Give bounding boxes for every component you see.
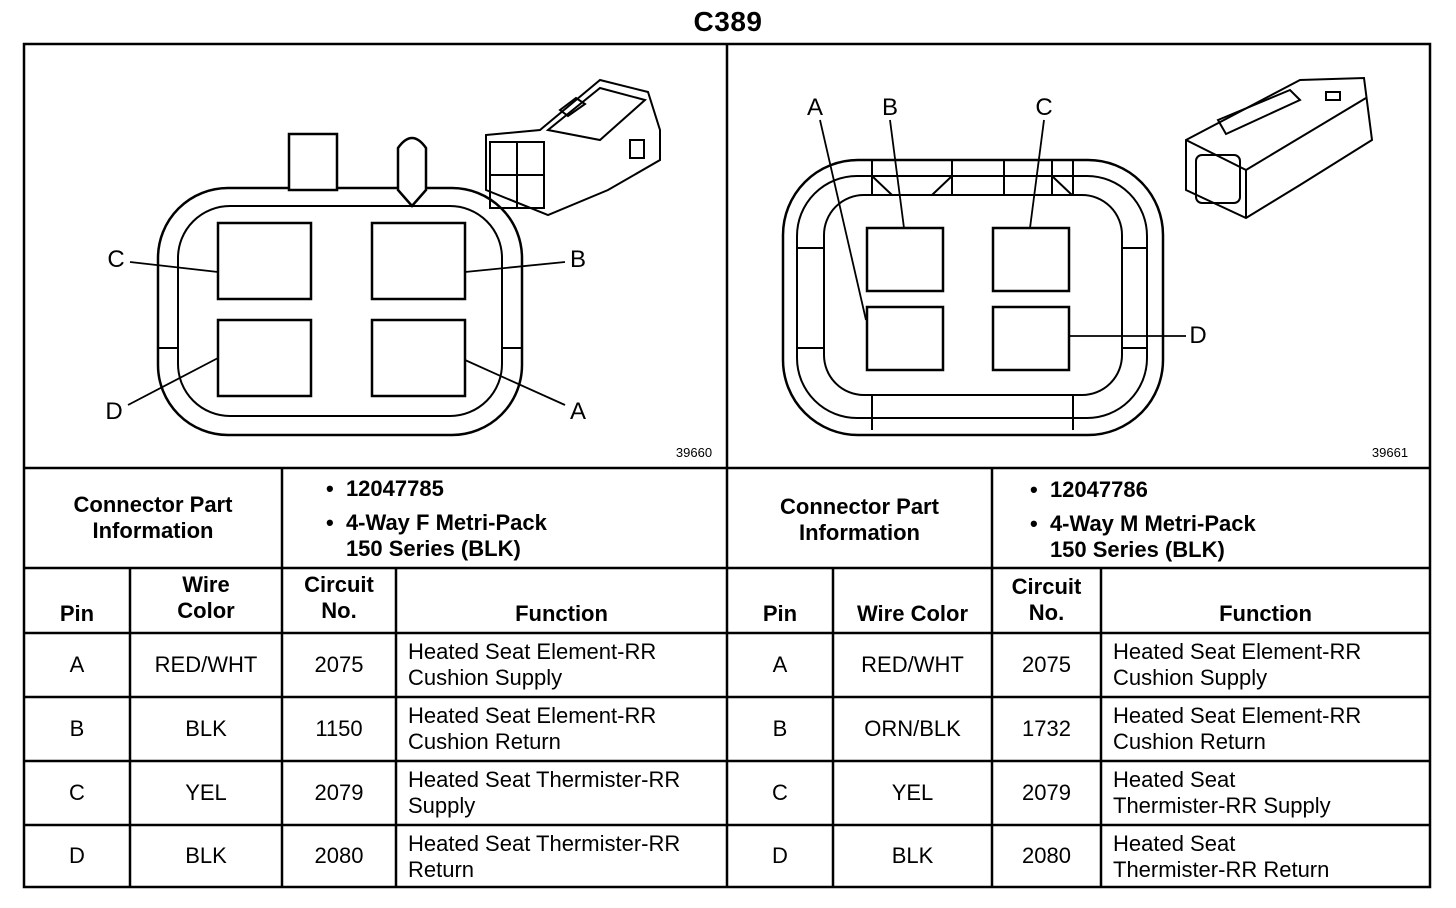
- header-pin-right: Pin: [762, 601, 798, 626]
- function-cell: Heated Seat Element-RR Cushion Supply: [1113, 639, 1362, 690]
- header-function-left: Function: [515, 601, 608, 626]
- header-circuit-left: Circuit No.: [304, 572, 374, 623]
- circuit-cell: 1732: [1022, 716, 1071, 741]
- pin-cell: B: [69, 716, 85, 741]
- header-wire-left: Wire Color: [177, 572, 235, 623]
- connector-info-label-left: Connector Part Information: [73, 492, 233, 543]
- pin-cell: C: [772, 780, 788, 805]
- pin-cell: D: [772, 843, 788, 868]
- function-cell: Heated Seat Thermister-RR Return: [408, 831, 681, 882]
- function-cell: Heated Seat Thermister-RR Supply: [408, 767, 681, 818]
- circuit-cell: 1150: [315, 716, 363, 741]
- female-connector-face: [127, 132, 566, 437]
- header-wire-right: Wire Color: [856, 601, 969, 626]
- pin-label-a-right: A: [806, 94, 823, 121]
- wire-color-cell: RED/WHT: [861, 652, 964, 677]
- header-pin-left: Pin: [59, 601, 95, 626]
- pin-label-c-right: C: [1035, 94, 1053, 121]
- pin-label-b-right: B: [881, 94, 898, 121]
- wire-color-cell: BLK: [185, 716, 227, 741]
- pin-label-c: C: [107, 246, 125, 273]
- circuit-cell: 2080: [1022, 843, 1071, 868]
- wire-color-cell: BLK: [185, 843, 227, 868]
- header-circuit-right: Circuit No.: [1011, 574, 1082, 625]
- wire-color-cell: YEL: [891, 780, 934, 805]
- circuit-cell: 2079: [1022, 780, 1071, 805]
- circuit-cell: 2080: [314, 843, 364, 868]
- pin-cell: C: [69, 780, 85, 805]
- pin-cell: D: [69, 843, 85, 868]
- female-connector-perspective: [485, 78, 661, 217]
- function-cell: Heated Seat Thermister-RR Return: [1113, 831, 1330, 882]
- figure-number-left: 39660: [675, 445, 713, 460]
- circuit-cell: 2075: [1022, 652, 1071, 677]
- function-cell: Heated Seat Element-RR Cushion Return: [1113, 703, 1362, 754]
- circuit-cell: 2075: [314, 652, 364, 677]
- wire-color-cell: ORN/BLK: [864, 716, 961, 741]
- header-function-right: Function: [1219, 601, 1312, 626]
- pin-label-a: A: [569, 398, 586, 425]
- male-connector-face: [781, 119, 1186, 437]
- pin-cell: B: [772, 716, 788, 741]
- part-number-left: • 12047785: [326, 476, 444, 501]
- part-description-left: • 4-Way F Metri-Pack 150 Series (BLK): [326, 510, 547, 561]
- part-number-right: • 12047786: [1030, 477, 1148, 502]
- wire-color-cell: RED/WHT: [154, 652, 258, 677]
- circuit-cell: 2079: [314, 780, 364, 805]
- wire-color-cell: BLK: [891, 843, 934, 868]
- connector-title: C389: [693, 6, 763, 37]
- pin-cell: A: [772, 652, 788, 677]
- connector-info-label-right: Connector Part Information: [780, 494, 939, 545]
- pin-label-b: B: [569, 246, 586, 273]
- function-cell: Heated Seat Thermister-RR Supply: [1113, 767, 1331, 818]
- male-connector-perspective: [1185, 76, 1374, 220]
- pin-label-d-right: D: [1189, 322, 1207, 349]
- wire-color-cell: YEL: [185, 780, 227, 805]
- pin-cell: A: [69, 652, 85, 677]
- function-cell: Heated Seat Element-RR Cushion Supply: [408, 639, 657, 690]
- figure-number-right: 39661: [1371, 445, 1409, 460]
- part-description-right: • 4-Way M Metri-Pack 150 Series (BLK): [1030, 511, 1256, 562]
- function-cell: Heated Seat Element-RR Cushion Return: [408, 703, 657, 754]
- pin-label-d: D: [105, 398, 123, 425]
